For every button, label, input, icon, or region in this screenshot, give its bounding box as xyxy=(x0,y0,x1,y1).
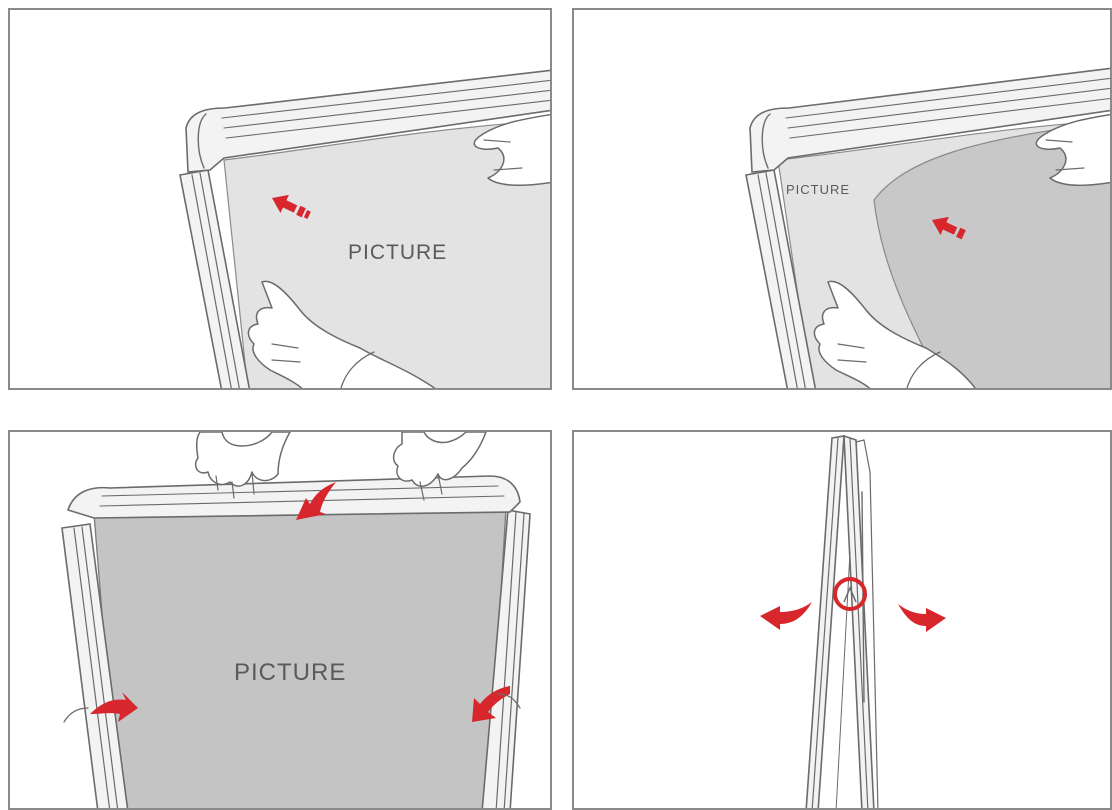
step-4-illustration xyxy=(574,432,1112,810)
picture-label: PICTURE xyxy=(348,241,447,264)
a-frame-stand xyxy=(806,436,878,810)
step-3-panel: PICTURE xyxy=(8,430,552,810)
step-1-panel: PICTURE xyxy=(8,8,552,390)
picture-label: PICTURE xyxy=(786,182,850,197)
open-right-arrow-icon xyxy=(898,604,946,632)
open-left-arrow-icon xyxy=(760,602,812,630)
step-2-panel: PICTURE xyxy=(572,8,1112,390)
step-2-illustration: PICTURE xyxy=(574,10,1112,390)
picture-label: PICTURE xyxy=(234,659,346,686)
step-1-illustration: PICTURE xyxy=(10,10,552,390)
step-4-panel xyxy=(572,430,1112,810)
step-3-illustration: PICTURE xyxy=(10,432,552,810)
